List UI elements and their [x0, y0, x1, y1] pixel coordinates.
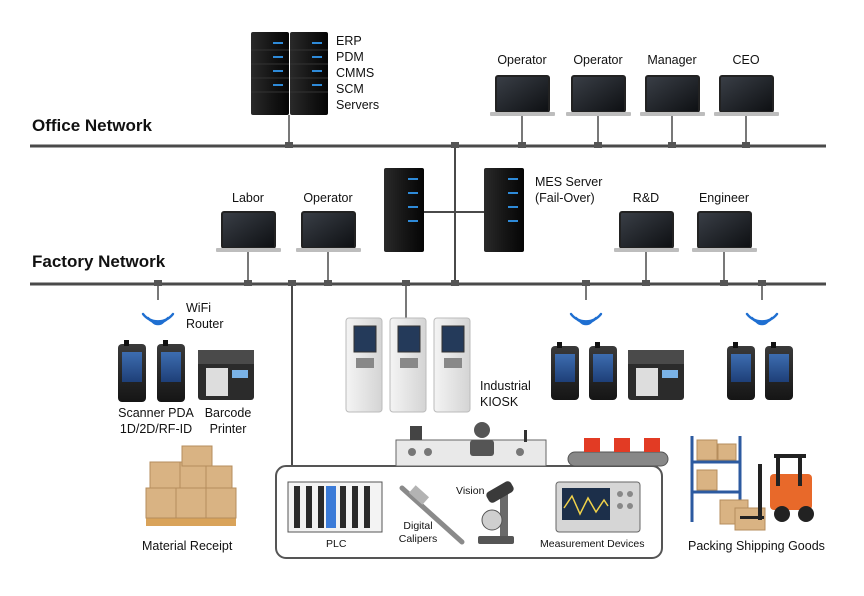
measurement-devices-label: Measurement Devices	[540, 538, 645, 550]
mes-server-label: MES Server (Fail-Over)	[535, 175, 603, 205]
conveyor-icon	[567, 438, 669, 467]
wifi-icons	[141, 312, 779, 326]
factory-user-label: R&D	[632, 191, 660, 205]
barcode-printer-icons	[198, 350, 684, 400]
industrial-kiosk-label: Industrial KIOSK	[480, 379, 531, 409]
vision-label: Vision	[456, 485, 485, 497]
scanner-pda-label: Scanner PDA 1D/2D/RF-ID	[118, 406, 194, 436]
industrial-kiosk-icons	[345, 317, 471, 413]
packing-shipping-label: Packing Shipping Goods	[688, 539, 825, 553]
factory-user-label: Engineer	[698, 191, 750, 205]
material-receipt-boxes-icon	[145, 445, 237, 526]
packing-shipping-icon	[690, 436, 814, 531]
office-user-label: CEO	[732, 53, 760, 67]
operator-console-icon	[395, 422, 547, 467]
digital-calipers-label: Digital Calipers	[398, 520, 438, 545]
material-receipt-label: Material Receipt	[142, 539, 233, 553]
digital-calipers-icon	[399, 485, 465, 545]
plc-icon	[287, 481, 383, 533]
office-servers	[251, 32, 328, 115]
office-user-label: Operator	[497, 53, 547, 67]
office-network-label: Office Network	[32, 116, 152, 135]
vision-microscope-icon	[478, 481, 514, 544]
plc-label: PLC	[326, 538, 347, 550]
barcode-printer-label: Barcode Printer	[204, 406, 252, 436]
monitor-icons	[221, 75, 774, 249]
wifi-router-label: WiFi Router	[186, 301, 224, 331]
factory-user-label: Operator	[303, 191, 353, 205]
office-user-label: Operator	[573, 53, 623, 67]
office-servers-label: ERP PDM CMMS SCM Servers	[336, 34, 380, 112]
scanner-pda-icons	[118, 340, 793, 402]
office-user-label: Manager	[647, 53, 697, 67]
factory-network-label: Factory Network	[32, 252, 166, 271]
mes-servers	[384, 168, 524, 252]
factory-user-label: Labor	[232, 191, 264, 205]
measurement-device-icon	[555, 481, 641, 533]
